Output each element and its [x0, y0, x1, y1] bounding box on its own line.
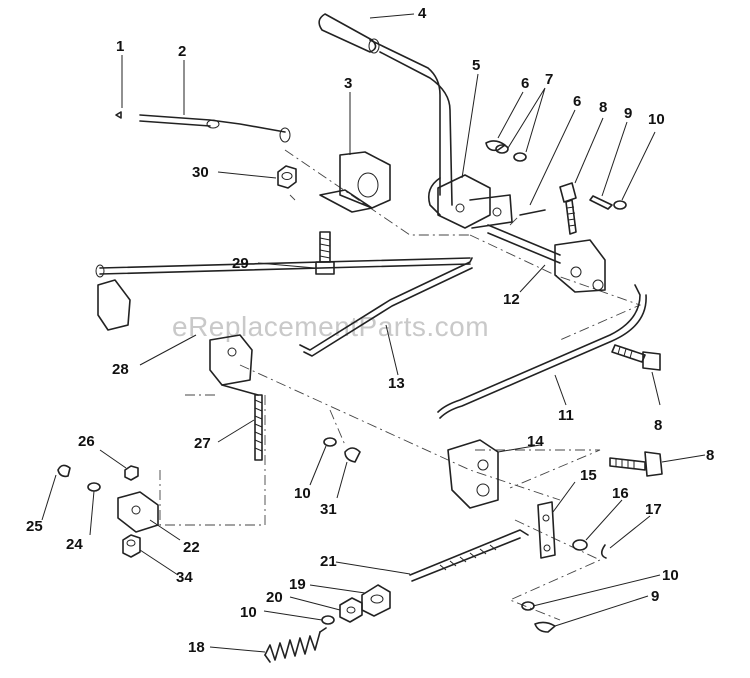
callout-14: 14 — [527, 433, 544, 450]
part-main-shaft — [95, 257, 471, 386]
part-nut-20 — [339, 597, 363, 623]
callout-3: 3 — [344, 75, 352, 92]
callout-18: 18 — [188, 639, 205, 656]
callout-8c: 8 — [706, 447, 714, 464]
callout-labels: 1 2 3 4 5 6 7 6 8 9 10 30 29 12 28 13 11… — [26, 5, 714, 656]
callout-28: 28 — [112, 361, 129, 378]
callout-10d: 10 — [240, 604, 257, 621]
part-clamp — [319, 151, 391, 213]
part-rod — [139, 114, 291, 143]
callout-29: 29 — [232, 255, 249, 272]
callout-6: 6 — [521, 75, 529, 92]
callout-25: 25 — [26, 518, 43, 535]
part-lower-hardware — [521, 601, 556, 633]
callout-1: 1 — [116, 38, 124, 55]
part-spring-18 — [264, 627, 327, 663]
callout-11: 11 — [558, 407, 574, 424]
callout-21: 21 — [320, 553, 337, 570]
part-spacer-19 — [361, 584, 391, 617]
callout-26: 26 — [78, 433, 95, 450]
part-lever-bracket — [437, 174, 513, 229]
part-rod-11 — [437, 284, 647, 419]
callout-4: 4 — [418, 5, 427, 22]
callout-34: 34 — [176, 569, 193, 586]
part-link-15-16-17 — [537, 501, 607, 559]
callout-10b: 10 — [294, 485, 311, 502]
callout-7: 7 — [545, 71, 553, 88]
part-threaded-rod-27 — [221, 384, 263, 461]
part-bolt-8-lower — [609, 451, 663, 477]
part-nut-30 — [277, 165, 297, 189]
callout-19: 19 — [289, 576, 306, 593]
callout-16: 16 — [612, 485, 629, 502]
callout-10: 10 — [648, 111, 665, 128]
callout-17: 17 — [645, 501, 662, 518]
part-bracket-14 — [447, 439, 499, 509]
callout-9: 9 — [624, 105, 632, 122]
callout-10c: 10 — [662, 567, 679, 584]
part-shaft — [487, 224, 606, 293]
leader-lines — [41, 13, 706, 653]
part-washer-10-lower — [321, 615, 335, 625]
alignment-lines — [159, 149, 642, 621]
callout-8: 8 — [599, 99, 607, 116]
part-bolt-8-middle — [611, 344, 661, 371]
part-clip — [115, 111, 122, 119]
callout-27: 27 — [194, 435, 211, 452]
callout-15: 15 — [580, 467, 597, 484]
part-top-hardware — [485, 140, 627, 235]
part-washer-pin-middle — [323, 437, 361, 463]
part-lever-handle — [318, 13, 453, 216]
callout-8b: 8 — [654, 417, 662, 434]
callout-5: 5 — [472, 57, 480, 74]
callout-24: 24 — [66, 536, 83, 553]
callout-31: 31 — [320, 501, 337, 518]
callout-13: 13 — [388, 375, 405, 392]
callout-22: 22 — [183, 539, 200, 556]
callout-12: 12 — [503, 291, 520, 308]
callout-6b: 6 — [573, 93, 581, 110]
callout-2: 2 — [178, 43, 186, 60]
callout-20: 20 — [266, 589, 283, 606]
callout-30: 30 — [192, 164, 209, 181]
part-link-rod-13 — [299, 257, 473, 357]
part-rod-21 — [409, 529, 529, 582]
callout-9b: 9 — [651, 588, 659, 605]
